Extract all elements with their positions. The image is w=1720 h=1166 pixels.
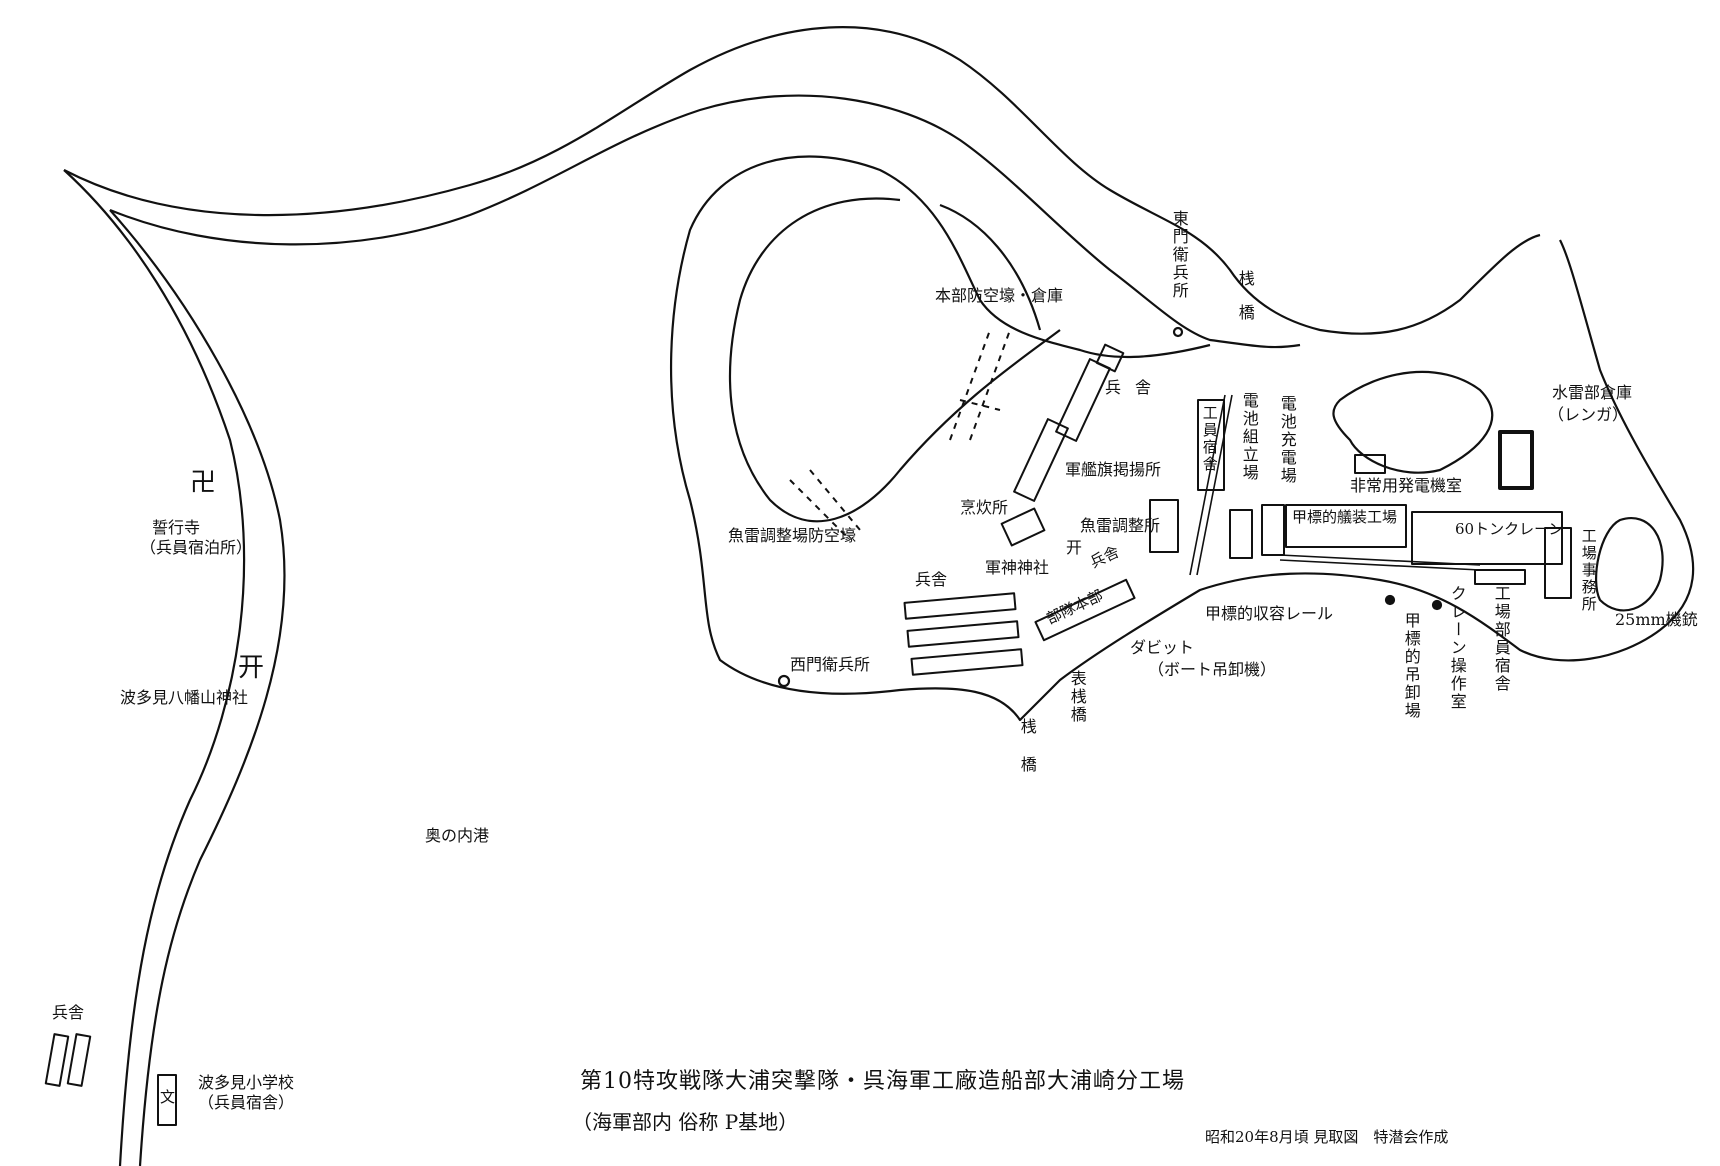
shelter-dashes xyxy=(789,329,1011,541)
north-pier-label: 桟橋 xyxy=(1235,270,1255,338)
inner-hill-right xyxy=(939,203,1042,331)
peninsula-shore xyxy=(669,155,1695,722)
torpedo-station-label: 魚雷調整所 xyxy=(1080,516,1161,535)
coastline-north xyxy=(63,26,1541,335)
war-god-shrine-label: 軍神神社 xyxy=(985,558,1050,577)
map-subtitle: （海軍部内 俗称 P基地） xyxy=(572,1110,799,1134)
crane-label: 60トンクレーン xyxy=(1455,520,1564,538)
west-gate-marker xyxy=(777,674,791,688)
west-barracks-label: 兵舎 xyxy=(52,1003,85,1022)
torpedo-shelter-label: 魚雷調整場防空壕 xyxy=(728,526,857,545)
coastline-west xyxy=(109,209,286,1166)
temple-name: 誓行寺 xyxy=(152,518,201,537)
school-name: 波多見小学校 xyxy=(198,1073,295,1092)
coastline-west-outer xyxy=(63,169,246,1166)
south-barracks-label: 兵舎 xyxy=(915,570,948,589)
south-pier-label: 桟橋 xyxy=(1017,718,1037,794)
map-title: 第10特攻戦隊大浦突撃隊・呉海軍工廠造船部大浦崎分工場 xyxy=(580,1069,1185,1094)
factory-office-label: 工場事務所 xyxy=(1579,528,1598,613)
coastline-channel xyxy=(109,94,1301,349)
harbor-label: 奥の内港 xyxy=(425,826,490,845)
east-gate-marker xyxy=(1172,326,1184,338)
machine-gun-label: 25mm機銃 xyxy=(1615,610,1698,629)
hachiman-shrine-label: 波多見八幡山神社 xyxy=(120,688,249,707)
rails xyxy=(1189,394,1481,576)
buildings xyxy=(44,343,1572,1126)
school-icon: 文 xyxy=(160,1088,176,1106)
pond xyxy=(1332,370,1494,474)
outfitting-factory-label: 甲標的艤装工場 xyxy=(1292,508,1398,526)
east-gate-label: 東門衛兵所 xyxy=(1169,210,1189,300)
rail-label: 甲標的収容レール xyxy=(1205,604,1334,623)
davit-note: （ボート吊卸機） xyxy=(1148,660,1277,679)
battery-assembly-label: 電池組立場 xyxy=(1239,392,1259,482)
inner-hill xyxy=(728,197,1061,523)
west-gate-label: 西門衛兵所 xyxy=(790,655,871,674)
kitchen-label: 烹炊所 xyxy=(960,498,1009,517)
front-pier-label: 表桟橋 xyxy=(1067,670,1087,724)
launch-site-label: 甲標的吊卸場 xyxy=(1401,612,1421,720)
hq-shelter-label: 本部防空壕・倉庫 xyxy=(935,286,1064,305)
crane-room-label: クレーン操作室 xyxy=(1447,585,1467,711)
map-credit: 昭和20年8月頃 見取図 特潜会作成 xyxy=(1205,1128,1449,1146)
temple-icon: 卍 xyxy=(190,468,217,498)
worker-dorm-label: 工員宿舎 xyxy=(1200,405,1219,473)
torpedo-store-note: （レンガ） xyxy=(1548,405,1629,424)
north-barracks-label: 兵舎 xyxy=(1105,378,1166,397)
school-note: （兵員宿舎） xyxy=(198,1093,295,1112)
flag-post-label: 軍艦旗掲揚所 xyxy=(1065,460,1162,479)
staff-dorm-label: 工場部員宿舎 xyxy=(1491,585,1511,693)
shrine-icon: 开 xyxy=(238,653,265,683)
shrine-small-icon: 开 xyxy=(1066,538,1083,557)
temple-note: （兵員宿泊所） xyxy=(140,538,253,557)
islet xyxy=(1595,517,1664,612)
battery-charge-label: 電池充電場 xyxy=(1277,395,1297,485)
davit-label: ダビット xyxy=(1130,638,1195,657)
generator-label: 非常用発電機室 xyxy=(1350,476,1463,495)
torpedo-store-label: 水雷部倉庫 xyxy=(1552,383,1633,402)
